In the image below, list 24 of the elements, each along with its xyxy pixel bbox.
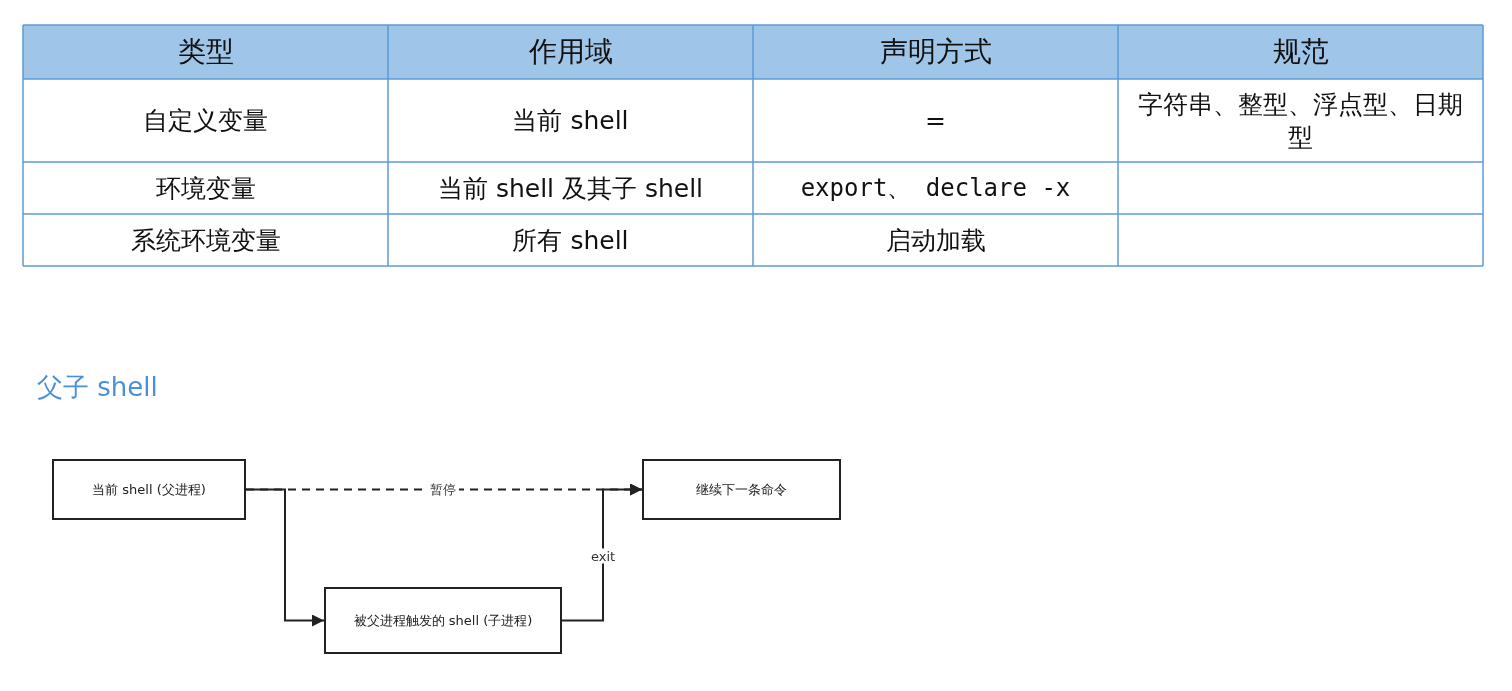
table-cell-text: export、 declare -x: [799, 173, 1072, 204]
section-heading: 父子 shell: [37, 371, 158, 404]
arrow: [245, 488, 325, 627]
table-cell-text: 所有 shell: [511, 224, 630, 257]
column-header: 声明方式: [878, 34, 993, 70]
process-box: [642, 459, 841, 520]
table-cell-text: 环境变量: [154, 172, 257, 205]
table-cell-text: 系统环境变量: [129, 224, 282, 257]
table-cell-text: 自定义变量: [142, 105, 269, 137]
edge-label: 暂停: [427, 481, 459, 499]
column-header: 规范: [1271, 34, 1330, 70]
node-text: 被父进程触发的 shell (子进程): [353, 611, 533, 630]
table-cell-text: 字符串、整型、浮点型、日期型: [1137, 88, 1464, 154]
table-cell-text: =: [924, 105, 947, 137]
node-text: 当前 shell (父进程): [92, 480, 206, 499]
table-cell-text: 当前 shell: [511, 105, 630, 137]
arrow: [561, 483, 643, 622]
node-text: 继续下一条命令: [696, 480, 787, 499]
column-header: 作用域: [527, 34, 614, 70]
table-cell-text: 启动加载: [884, 224, 987, 257]
process-box: [324, 587, 562, 654]
process-box: [52, 459, 246, 520]
column-header: 类型: [176, 34, 235, 70]
table-cell-text: 当前 shell 及其子 shell: [436, 172, 705, 205]
